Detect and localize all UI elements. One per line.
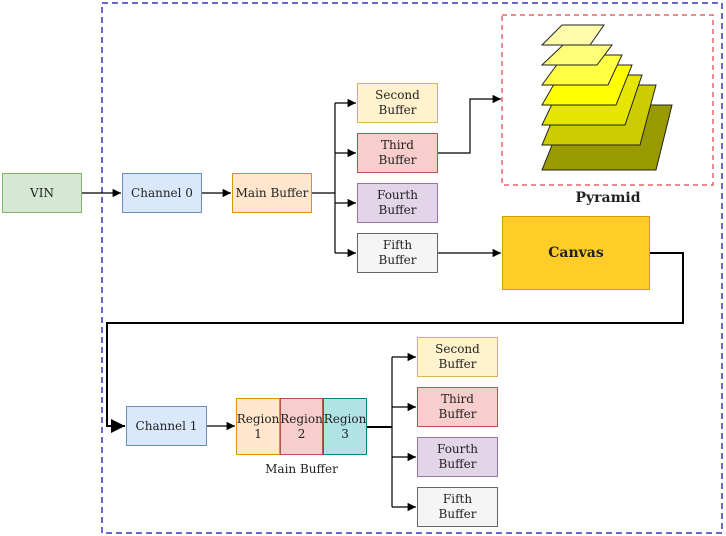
third-buffer-top: Third Buffer bbox=[357, 133, 438, 173]
region-3: Region 3 bbox=[323, 398, 367, 455]
edge-canvas-channel1 bbox=[106, 252, 684, 433]
fourth-buffer-bottom: Fourth Buffer bbox=[417, 437, 498, 477]
pyramid-layer-1 bbox=[540, 24, 605, 46]
channel0-node: Channel 0 bbox=[122, 173, 202, 213]
canvas-node: Canvas bbox=[502, 216, 650, 290]
main-buffer-top-node: Main Buffer bbox=[232, 173, 312, 213]
channel1-node: Channel 1 bbox=[126, 406, 207, 446]
pyramid-graphic bbox=[540, 24, 673, 171]
edge-third-buffer-pyramid bbox=[438, 94, 501, 154]
second-buffer-top: Second Buffer bbox=[357, 83, 438, 123]
outer-dashed-frame bbox=[101, 2, 723, 534]
pyramid-dashed-frame bbox=[501, 14, 714, 186]
pyramid-layer-2 bbox=[540, 44, 613, 66]
vin-node: VIN bbox=[2, 173, 82, 213]
pyramid-label: Pyramid bbox=[575, 190, 641, 206]
region-1: Region 1 bbox=[236, 398, 280, 455]
third-buffer-bottom: Third Buffer bbox=[417, 387, 498, 427]
main-buffer-bottom-label: Main Buffer bbox=[265, 462, 338, 476]
region-2: Region 2 bbox=[280, 398, 323, 455]
fifth-buffer-bottom: Fifth Buffer bbox=[417, 487, 498, 527]
second-buffer-bottom: Second Buffer bbox=[417, 337, 498, 377]
fourth-buffer-top: Fourth Buffer bbox=[357, 183, 438, 223]
fifth-buffer-top: Fifth Buffer bbox=[357, 233, 438, 273]
